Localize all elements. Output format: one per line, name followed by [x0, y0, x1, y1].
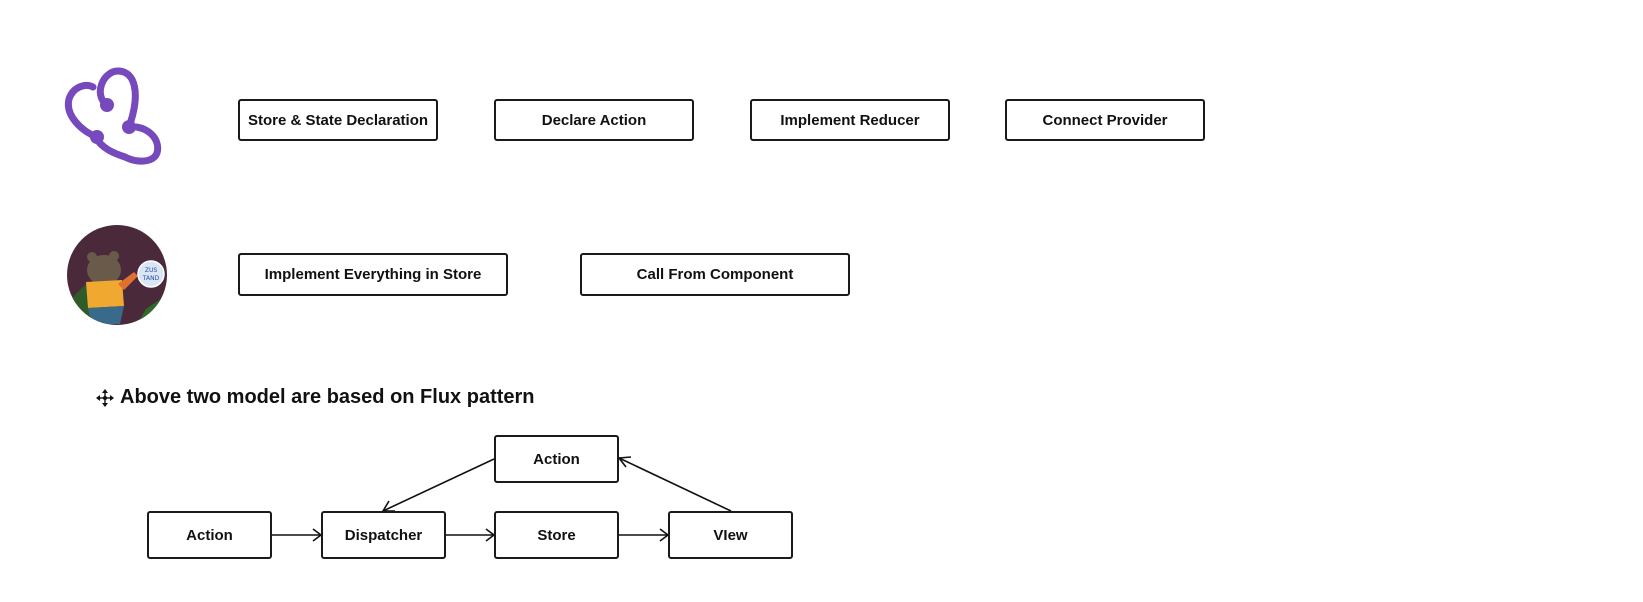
- flux-node-store: Store: [494, 511, 619, 559]
- step-implement-everything-in-store: Implement Everything in Store: [238, 253, 508, 296]
- svg-text:ZUS: ZUS: [145, 267, 158, 274]
- flux-node-dispatcher: Dispatcher: [321, 511, 446, 559]
- redux-logo-icon: [64, 67, 162, 165]
- flux-node-action-top: Action: [494, 435, 619, 483]
- svg-text:TAND: TAND: [142, 275, 160, 282]
- flux-heading: Above two model are based on Flux patter…: [96, 386, 535, 409]
- flux-node-view: VIew: [668, 511, 793, 559]
- flux-node-action: Action: [147, 511, 272, 559]
- step-implement-reducer: Implement Reducer: [750, 99, 950, 141]
- step-store-state-declaration: Store & State Declaration: [238, 99, 438, 141]
- step-call-from-component: Call From Component: [580, 253, 850, 296]
- zustand-logo-icon: ZUS TAND: [67, 225, 167, 325]
- flux-heading-text: Above two model are based on Flux patter…: [120, 386, 535, 408]
- step-declare-action: Declare Action: [494, 99, 694, 141]
- step-connect-provider: Connect Provider: [1005, 99, 1205, 141]
- move-icon: [96, 388, 114, 407]
